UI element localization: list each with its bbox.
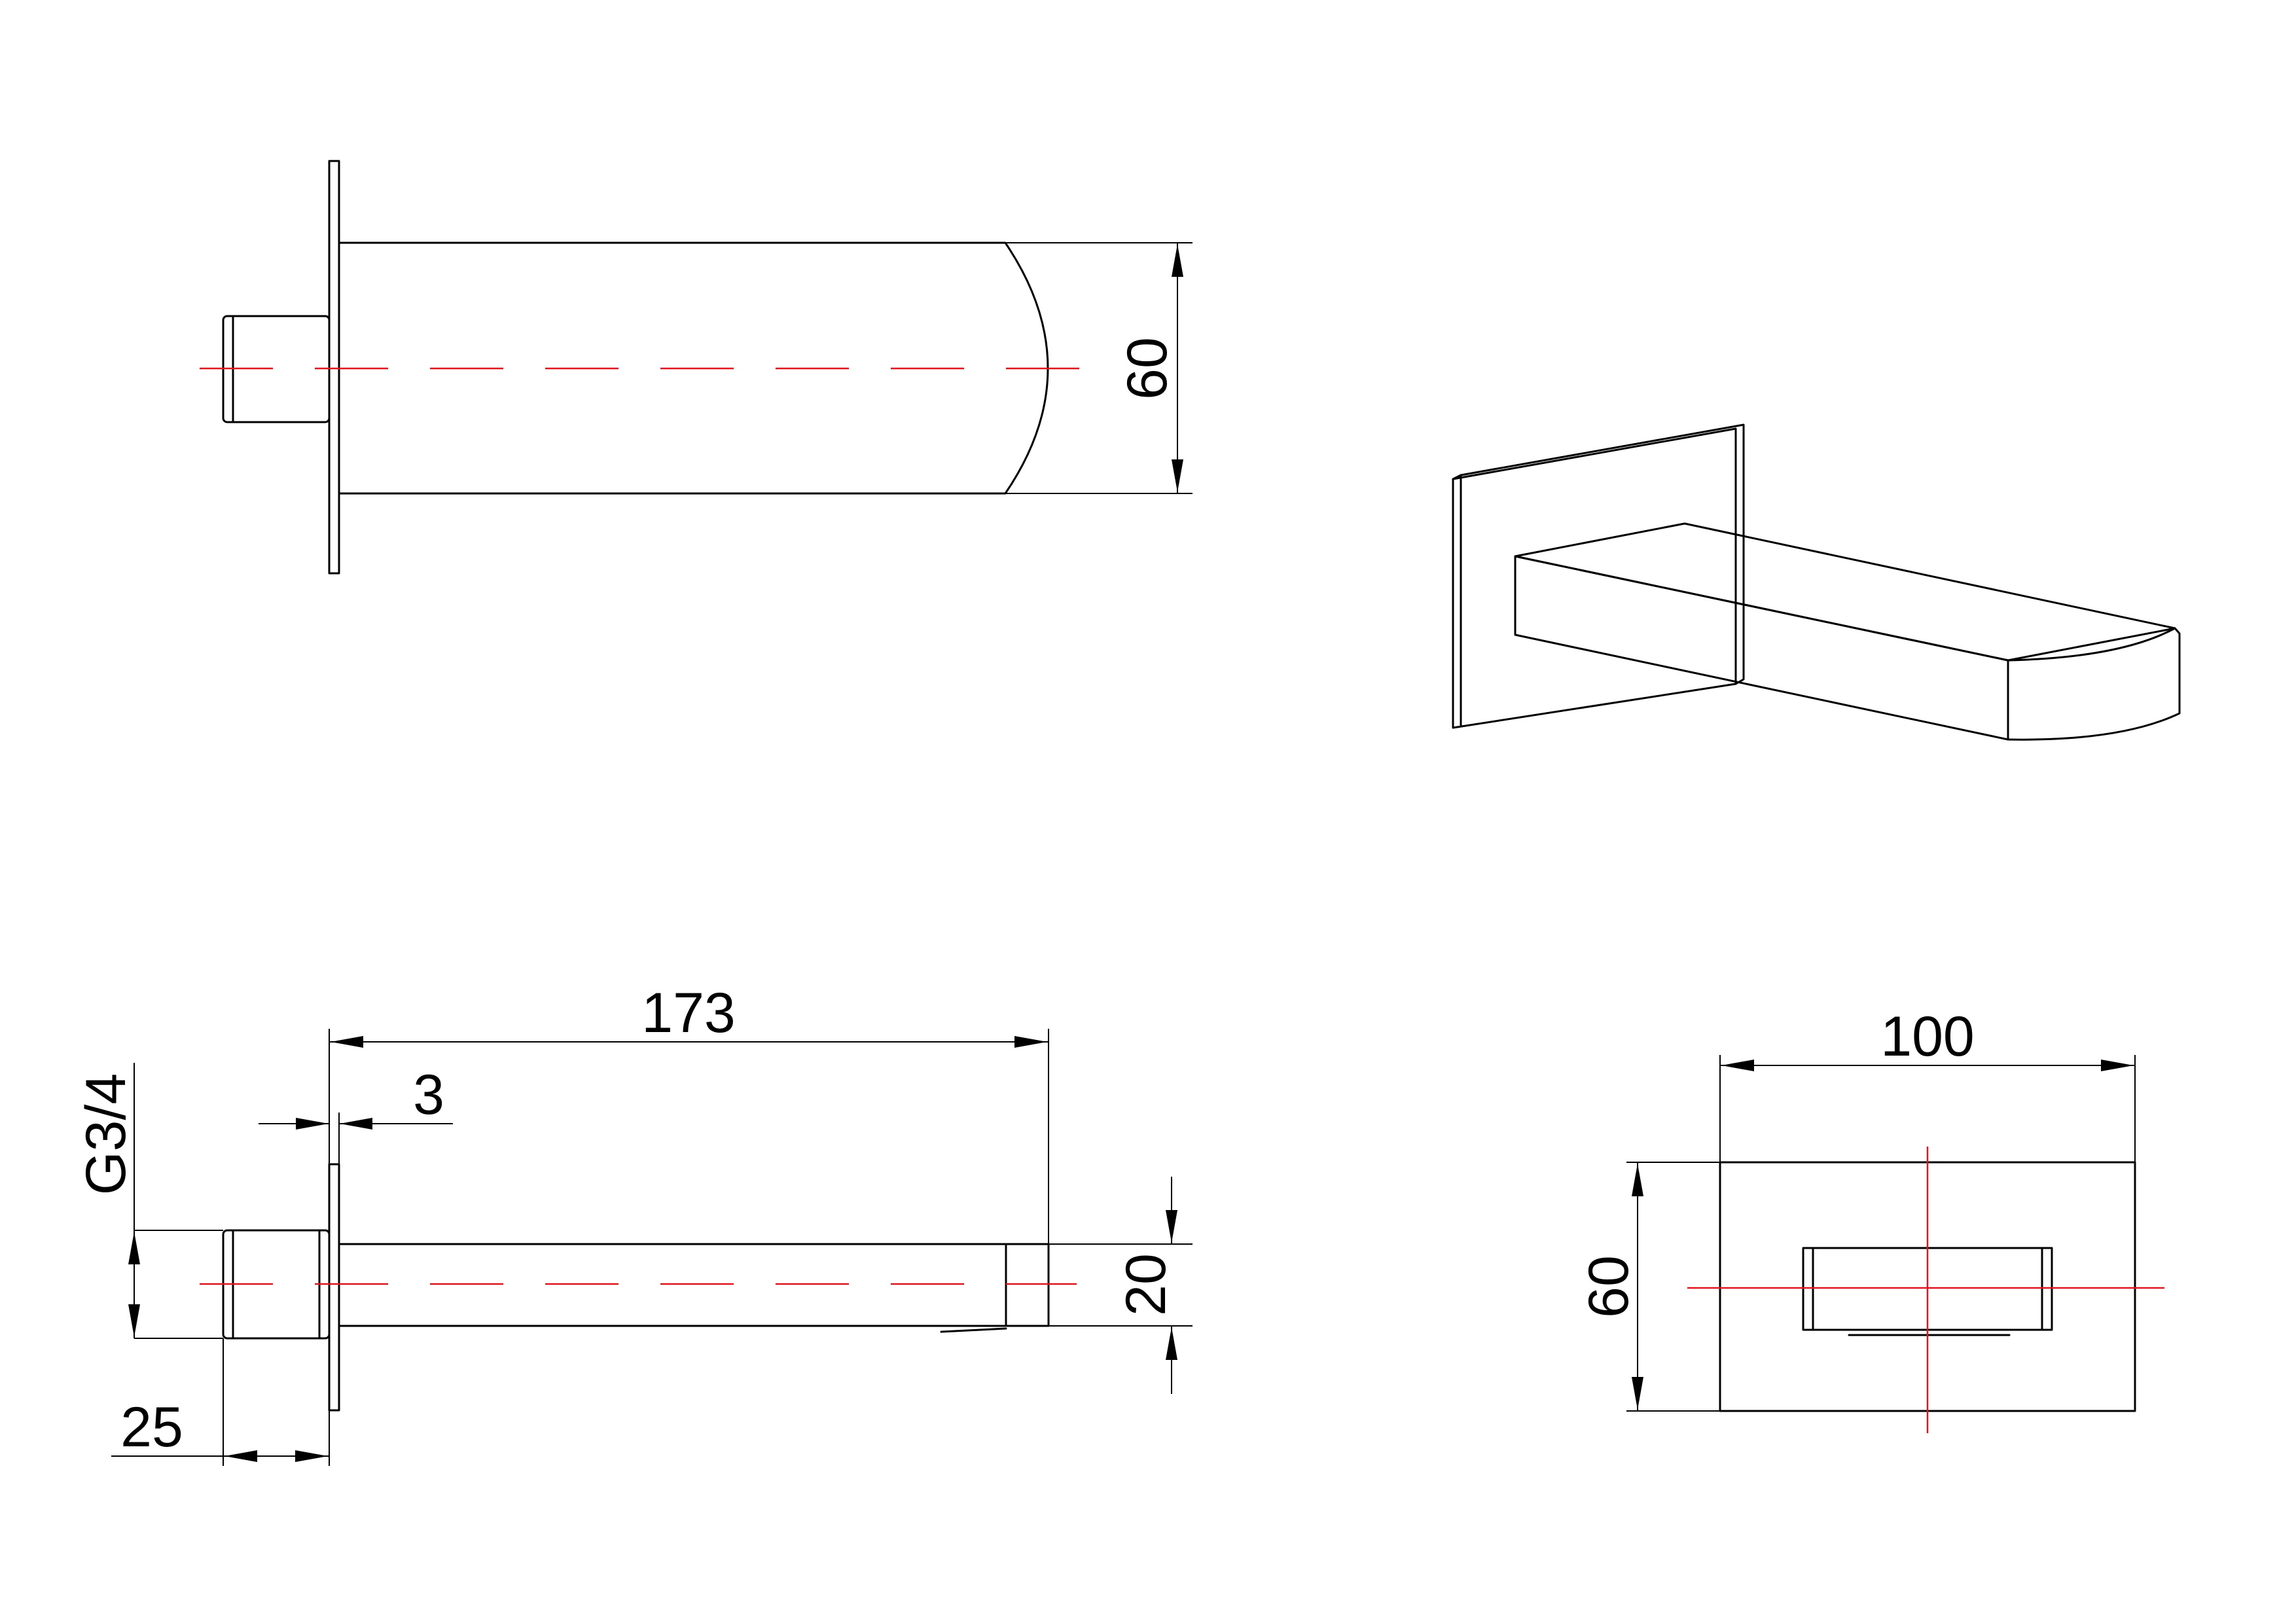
side-view-length-dimension: 173: [329, 982, 1049, 1244]
arrow-head: [1172, 244, 1183, 277]
front-view-height-dimension: 60: [1577, 1162, 1720, 1412]
side-view-connector-length-label: 25: [120, 1396, 183, 1459]
side-view: 173 3 G3/4 20: [75, 982, 1193, 1466]
side-view-plate-thickness-dimension: 3: [259, 1063, 453, 1164]
side-view-outlet: [940, 1327, 1007, 1333]
arrow-head: [1632, 1164, 1643, 1196]
arrow-head: [1721, 1060, 1754, 1071]
front-view-width-dimension: 100: [1719, 1005, 2136, 1162]
arrow-head: [1166, 1210, 1177, 1243]
front-view: 100 60: [1577, 1005, 2164, 1433]
iso-spout-top: [1514, 522, 2176, 662]
top-view-wall-plate: [328, 160, 340, 575]
arrow-head: [340, 1118, 372, 1130]
front-view-height-label: 60: [1577, 1255, 1640, 1318]
arrow-head: [128, 1304, 140, 1337]
arrow-head: [1014, 1036, 1047, 1048]
side-view-spout-body: [338, 1243, 1050, 1327]
top-view-height-label: 60: [1116, 337, 1179, 400]
front-view-width-label: 100: [1880, 1005, 1975, 1068]
side-view-thread-label: G3/4: [75, 1073, 137, 1195]
arrow-head: [1632, 1377, 1643, 1410]
arrow-head: [128, 1232, 140, 1264]
side-view-thread-dimension: G3/4: [75, 1063, 223, 1339]
side-view-outlet-height-dimension: 20: [1049, 1177, 1193, 1394]
arrow-head: [2101, 1060, 2134, 1071]
iso-spout-end: [2007, 627, 2181, 741]
iso-spout-side: [1514, 555, 2009, 741]
arrow-head: [224, 1450, 257, 1462]
iso-spout: [1514, 522, 2181, 741]
side-view-connector-length-dimension: 25: [111, 1338, 330, 1466]
top-view-height-dimension: 60: [1005, 242, 1193, 494]
arrow-head: [1166, 1327, 1177, 1360]
side-view-outlet-height-label: 20: [1115, 1253, 1177, 1316]
top-view: 60: [200, 160, 1193, 575]
iso-wall-plate-front: [1452, 427, 1737, 729]
side-view-length-label: 173: [641, 982, 736, 1044]
isometric-view: [1452, 423, 2181, 741]
side-view-plate-thickness-label: 3: [413, 1063, 444, 1126]
arrow-head: [1172, 459, 1183, 492]
arrow-head: [296, 1118, 329, 1130]
arrow-head: [295, 1450, 328, 1462]
arrow-head: [331, 1036, 363, 1048]
side-view-wall-plate: [328, 1163, 340, 1412]
